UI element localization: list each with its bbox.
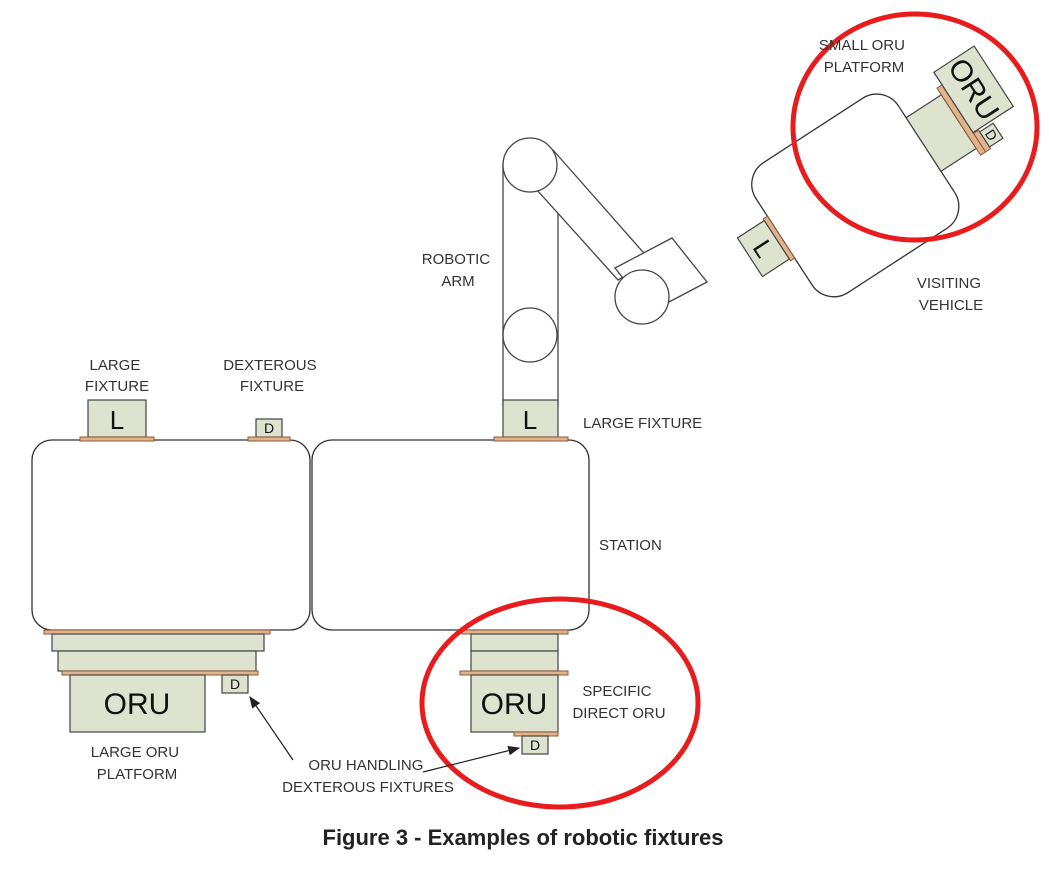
small-oru-dexterous-fixture — [978, 122, 1004, 148]
direct-oru-adapter-1 — [470, 633, 559, 652]
large-oru-label: ORU — [104, 688, 171, 721]
arm-base-large-fixture-plate — [493, 436, 569, 442]
visiting-vehicle: L ORU D — [736, 45, 1015, 298]
station-module-right — [311, 439, 590, 631]
arm-base-large-fixture-letter: L — [523, 405, 537, 435]
label-oru-handling-dexterous-fixtures: ORU HANDLING DEXTEROUS FIXTURES — [282, 757, 454, 796]
specific-direct-oru: ORU D — [459, 629, 569, 755]
small-oru-box — [933, 45, 1015, 134]
leader-arrow-direct-oru-dexterous — [422, 745, 521, 773]
large-oru-dexterous-fixture — [221, 674, 249, 694]
leader-arrow-large-oru-dexterous — [249, 696, 294, 761]
arm-upper-boom — [502, 164, 559, 406]
direct-oru-label: ORU — [481, 688, 548, 721]
label-large-oru-platform: LARGE ORU PLATFORM — [91, 744, 184, 783]
vehicle-large-fixture — [736, 219, 791, 278]
arm-end-effector-joint — [614, 269, 670, 325]
large-oru-platform: ORU D — [43, 629, 271, 733]
label-small-oru-platform: SMALL ORU PLATFORM — [819, 37, 909, 76]
label-specific-direct-oru: SPECIFIC DIRECT ORU — [572, 683, 665, 722]
direct-oru-adapter-2 — [470, 650, 559, 672]
arm-shoulder-joint — [502, 137, 558, 193]
label-station: STATION — [599, 537, 662, 554]
large-fixture-top — [87, 399, 147, 438]
highlight-ring-direct-oru — [419, 596, 701, 810]
label-visiting-vehicle: VISITING VEHICLE — [917, 275, 985, 314]
highlight-ring-small-oru — [790, 11, 1040, 243]
large-fixture-top-letter: L — [110, 405, 124, 435]
label-robotic-arm: ROBOTIC ARM — [422, 251, 495, 290]
dexterous-fixture-top-plate — [247, 436, 291, 442]
large-oru-dexterous-letter: D — [230, 676, 240, 692]
large-oru-platform-adapter-2 — [57, 650, 257, 672]
large-fixture-top-plate — [79, 436, 155, 442]
direct-oru-dexterous-letter: D — [530, 737, 540, 753]
large-oru-box — [69, 674, 206, 733]
station-module-left — [31, 439, 311, 631]
label-dexterous-fixture: DEXTEROUS FIXTURE — [223, 357, 321, 395]
direct-oru-dexterous-fixture — [521, 735, 549, 755]
large-oru-platform-adapter-1 — [51, 633, 265, 652]
arm-elbow-joint — [502, 307, 558, 363]
label-large-fixture-right: LARGE FIXTURE — [583, 415, 702, 432]
dexterous-fixture-top-letter: D — [264, 420, 274, 436]
direct-oru-box — [470, 674, 559, 733]
figure-caption: Figure 3 - Examples of robotic fixtures — [323, 825, 724, 850]
robotic-arm — [502, 137, 708, 406]
label-large-fixture-top: LARGE FIXTURE — [85, 357, 149, 395]
